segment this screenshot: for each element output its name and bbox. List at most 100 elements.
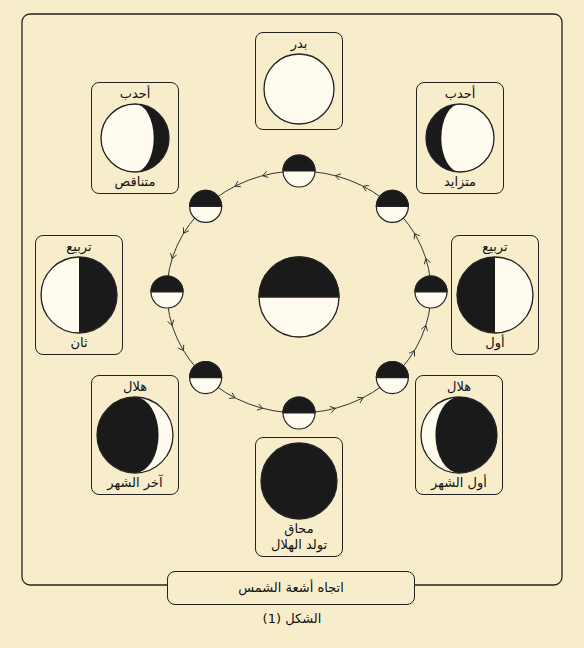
orbit-arrowhead [235, 181, 241, 187]
phase-label: أحدب [445, 86, 476, 102]
moon-shading [97, 397, 159, 473]
moon-phase-icon [455, 255, 535, 335]
orbit-moon [190, 362, 222, 394]
moon-shading [441, 104, 494, 172]
moon-disc [101, 104, 169, 172]
moon-phase-icon [424, 102, 496, 174]
orbit-arrowhead [330, 406, 336, 412]
moon-disc [264, 54, 334, 124]
moon-shading [101, 104, 154, 172]
orbit-moons [151, 155, 447, 429]
phase-box: بدر [255, 32, 343, 130]
moon-shading [495, 257, 533, 333]
moon-outline [264, 54, 334, 124]
moon-dark-half [283, 397, 315, 413]
moon-disc [41, 257, 117, 333]
moon-disc [421, 397, 497, 473]
phase-box: أحدب متناقص [91, 82, 179, 195]
phase-label: ثان [70, 335, 87, 351]
phase-box: محاقتولد الهلال [255, 437, 343, 558]
orbit-moon [283, 397, 315, 429]
moon-disc [261, 443, 337, 519]
earth-dark-half [259, 257, 339, 297]
orbit-moon [415, 276, 447, 308]
sun-direction-band: اتجاه أشعة الشمس [167, 571, 415, 605]
moon-shading [41, 257, 79, 333]
phase-label: تولد الهلال [271, 537, 327, 553]
orbit-arrowhead [257, 404, 263, 410]
orbit-line [167, 171, 431, 413]
phase-label: اتجاه أشعة الشمس [238, 580, 344, 596]
moon-phase-icon [99, 102, 171, 174]
moon-outline [457, 257, 533, 333]
orbit-moon [151, 276, 183, 308]
moon-disc [457, 257, 533, 333]
orbit-moon [283, 155, 315, 187]
phase-box: أحدب متزايد [416, 82, 504, 195]
phase-label: هلال [123, 379, 147, 395]
phase-label: أحدب [120, 86, 151, 102]
moon-disc [426, 104, 494, 172]
phase-label: تربيع [482, 239, 507, 255]
orbit-moon [376, 362, 408, 394]
orbit-arrowhead [171, 253, 177, 259]
orbit-arrows [168, 171, 431, 412]
orbit-arrowhead [229, 393, 235, 399]
phase-box: هلال أول الشهر [415, 375, 503, 496]
phase-label: بدر [291, 36, 308, 52]
orbit-arrowhead [178, 345, 183, 351]
phase-box: هلال آخر الشهر [91, 375, 179, 496]
orbit-arrowhead [363, 186, 369, 192]
moon-outline [426, 104, 494, 172]
phase-label: آخر الشهر [107, 475, 162, 491]
phase-box: تربيعثان [35, 235, 123, 356]
moon-outline [101, 104, 169, 172]
moon-dark-half [376, 362, 408, 378]
orbit-arrowhead [335, 174, 341, 180]
orbit-arrowhead [421, 325, 427, 331]
orbit-arrowhead [414, 233, 419, 239]
moon-lit-half [376, 362, 408, 394]
orbit-arrowhead [183, 227, 188, 233]
orbit-arrowhead [409, 351, 414, 357]
moon-dark-half [190, 362, 222, 378]
phase-label: محاق [284, 521, 313, 537]
moon-phase-icon [262, 52, 336, 126]
moon-disc [97, 397, 173, 473]
moon-dark-half [415, 276, 447, 292]
moon-lit-half [283, 397, 315, 429]
phase-label: أول [485, 335, 504, 351]
moon-outline [41, 257, 117, 333]
moon-shading [435, 397, 497, 473]
phase-label: أول الشهر [431, 475, 487, 491]
phase-label: متناقص [115, 174, 156, 190]
orbit-moon [190, 190, 222, 222]
moon-lit-half [151, 276, 183, 308]
figure-caption: الشكل (1) [0, 611, 584, 627]
moon-outline [97, 397, 173, 473]
phase-label: متزايد [444, 174, 476, 190]
moon-dark-half [151, 276, 183, 292]
phase-box: تربيع أول [451, 235, 539, 356]
orbit-arrowhead [168, 320, 174, 326]
frame-border [22, 14, 562, 585]
orbit-arrowhead [424, 259, 430, 265]
moon-lit-half [376, 190, 408, 222]
phase-label: هلال [447, 379, 471, 395]
orbit-moon [376, 190, 408, 222]
moon-lit-half [190, 362, 222, 394]
orbit-arrowhead [357, 397, 363, 403]
moon-outline [421, 397, 497, 473]
moon-phase-icon [419, 395, 499, 475]
moon-outline [261, 443, 337, 519]
moon-dark-half [283, 155, 315, 171]
orbit-arrowhead [263, 171, 269, 177]
moon-phase-icon [259, 441, 339, 521]
moon-dark-half [190, 190, 222, 206]
moon-dark-half [376, 190, 408, 206]
moon-lit-half [190, 190, 222, 222]
moon-lit-half [415, 276, 447, 308]
earth-symbol [259, 257, 339, 337]
moon-lit-half [283, 155, 315, 187]
moon-phase-icon [95, 395, 175, 475]
